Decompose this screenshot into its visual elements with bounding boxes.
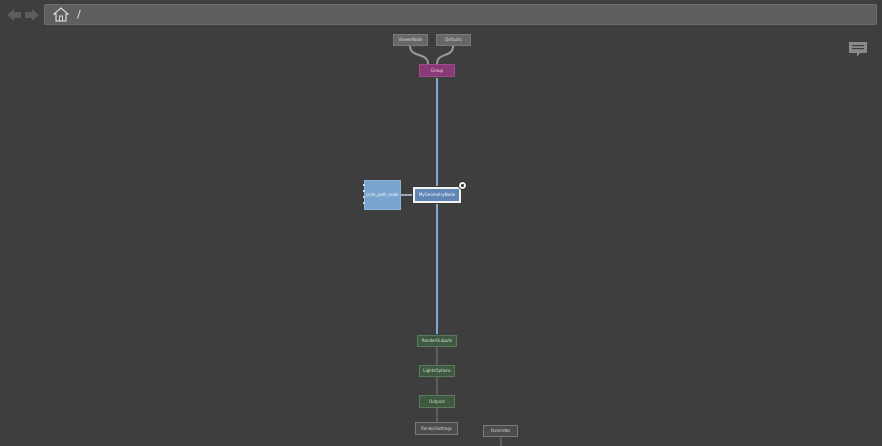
back-arrow-icon[interactable] [6, 8, 22, 22]
node-flag-icon[interactable] [458, 181, 467, 190]
node-bottom-1[interactable]: RenderSettings [415, 422, 458, 435]
input-handle-3[interactable] [363, 196, 365, 198]
input-handle-1[interactable] [363, 184, 365, 186]
node-green-3[interactable]: Outputs [419, 395, 455, 408]
comment-icon[interactable] [848, 41, 868, 59]
node-merge[interactable]: Group [419, 64, 455, 77]
home-icon[interactable] [53, 7, 69, 22]
wire-top-left [409, 45, 429, 65]
path-bar[interactable]: / [44, 4, 877, 25]
wire-top-right [436, 45, 454, 65]
node-green-2[interactable]: LightsOptions [419, 365, 455, 377]
node-green-1[interactable]: RenderOutputs [417, 335, 457, 347]
node-top-right[interactable]: Defaults [436, 34, 471, 46]
forward-arrow-icon[interactable] [24, 8, 40, 22]
node-selected[interactable]: MyGeometryNode [413, 187, 461, 203]
navigation-arrows [6, 8, 40, 22]
path-text: / [77, 8, 81, 21]
node-top-left[interactable]: ViewerNode [393, 34, 428, 46]
node-input[interactable]: prim_path_node [364, 180, 401, 210]
input-handle-4[interactable] [363, 202, 365, 204]
input-handle-2[interactable] [363, 190, 365, 192]
node-bottom-2[interactable]: Overrides [483, 425, 518, 437]
